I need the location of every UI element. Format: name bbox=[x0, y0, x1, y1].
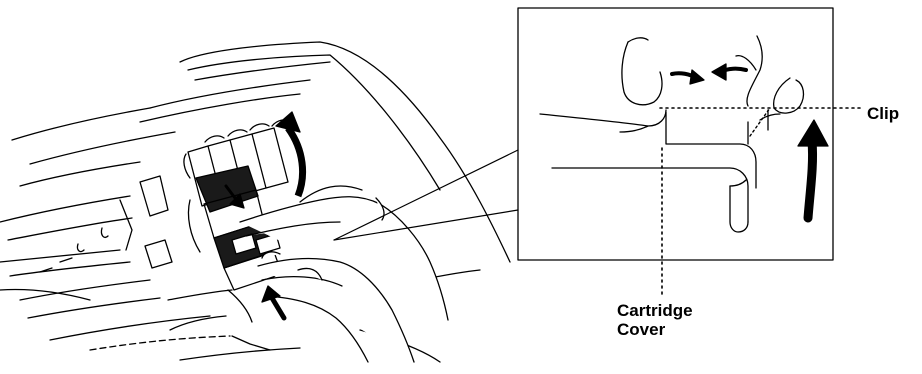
clip-label: Clip bbox=[867, 104, 899, 123]
cartridge-cover-label-line1: Cartridge bbox=[617, 301, 693, 320]
lift-arrow-icon bbox=[798, 120, 828, 218]
rotate-arrow-icon bbox=[276, 112, 303, 196]
cartridge-cover-label: Cartridge Cover bbox=[617, 301, 693, 339]
squeeze-right-arrow-icon bbox=[672, 70, 704, 84]
printer-body bbox=[0, 42, 510, 362]
squeeze-left-arrow-icon bbox=[712, 64, 746, 80]
hands bbox=[240, 186, 448, 362]
cartridge-cover-label-line2: Cover bbox=[617, 320, 693, 339]
